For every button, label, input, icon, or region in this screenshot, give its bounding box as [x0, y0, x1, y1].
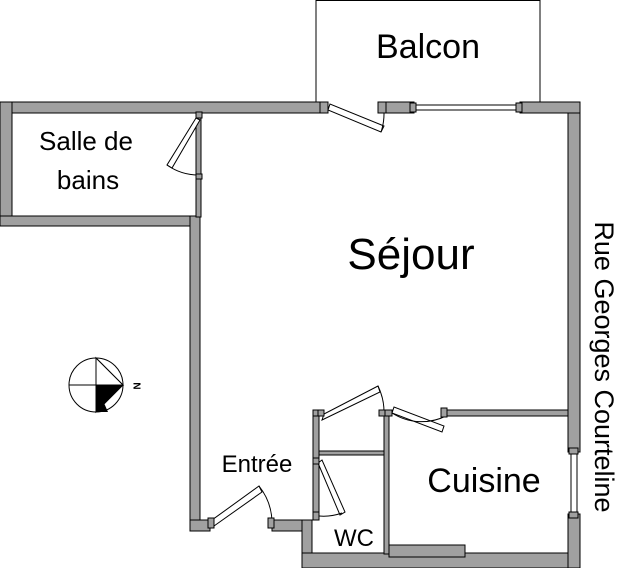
kitchen-door [391, 406, 448, 433]
bathroom-door [166, 111, 203, 180]
room-label-wc: WC [334, 525, 374, 552]
room-label-sejour: Séjour [347, 230, 474, 279]
compass-north-label: N [130, 382, 141, 389]
windows [409, 102, 579, 519]
wc-door [312, 457, 346, 521]
entrance-door [207, 485, 275, 529]
room-label-entree: Entrée [222, 451, 293, 478]
street-label: Rue Georges Courteline [589, 221, 619, 512]
room-label-balcon: Balcon [376, 28, 480, 66]
room-label-salle-de-bains-line2: bains [57, 165, 119, 195]
balcony-door [319, 101, 387, 133]
doors [166, 101, 448, 529]
room-label-cuisine: Cuisine [427, 462, 540, 500]
balcony-outline [315, 0, 541, 102]
room-label-salle-de-bains-line1: Salle de [39, 126, 133, 156]
hall-door [317, 385, 386, 421]
bathroom-partition [195, 112, 202, 218]
compass-icon: N [68, 356, 141, 414]
interior-partitions [312, 409, 569, 558]
